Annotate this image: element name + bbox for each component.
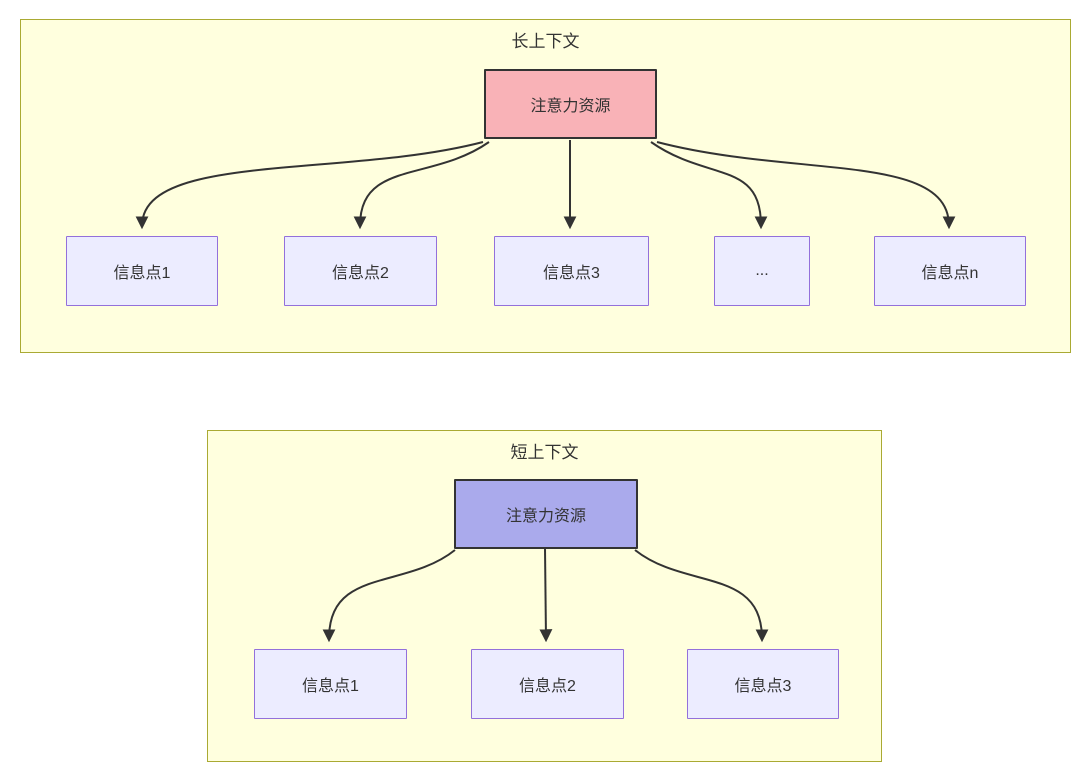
info-node-long-3: 信息点3: [494, 236, 649, 306]
info-node-short-2: 信息点2: [471, 649, 624, 719]
info-node-long-n: 信息点n: [874, 236, 1026, 306]
short-context-title: 短上下文: [510, 443, 579, 462]
info-node-long-2: 信息点2: [284, 236, 437, 306]
long-context-container: 长上下文 注意力资源 信息点1 信息点2 信息点3 ... 信息点n: [20, 19, 1071, 353]
long-context-title: 长上下文: [511, 32, 580, 51]
attention-resource-node-short: 注意力资源: [454, 479, 638, 549]
info-node-short-1: 信息点1: [254, 649, 407, 719]
attention-resource-node-long: 注意力资源: [484, 69, 657, 139]
info-node-short-3: 信息点3: [687, 649, 839, 719]
short-context-container: 短上下文 注意力资源 信息点1 信息点2 信息点3: [207, 430, 882, 762]
info-node-long-1: 信息点1: [66, 236, 218, 306]
info-node-long-ellipsis: ...: [714, 236, 810, 306]
